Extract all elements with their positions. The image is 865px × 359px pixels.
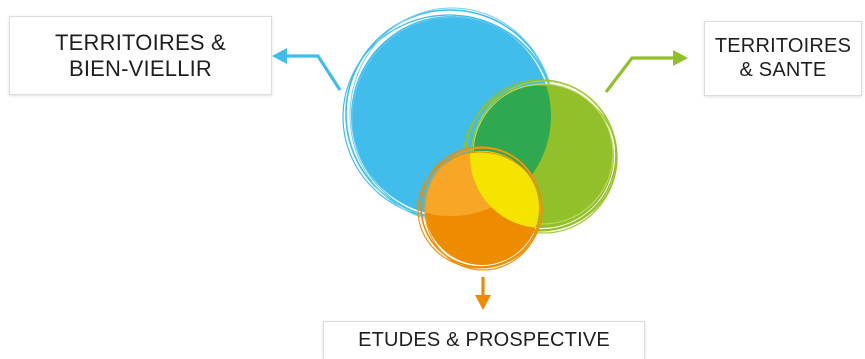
label-right-line1: TERRITOIRES [714,34,852,57]
label-territoires-bien-viellir: TERRITOIRES & BIEN-VIELLIR [9,16,272,95]
label-left-line1: TERRITOIRES & [55,29,226,55]
label-territoires-sante: TERRITOIRES & SANTE [704,21,862,96]
arrow-down-icon [475,277,491,310]
label-right-line2: & SANTE [739,58,827,81]
label-etudes-prospective: ETUDES & PROSPECTIVE [323,321,645,359]
arrow-right-icon [604,50,688,93]
label-bottom-line1: ETUDES & PROSPECTIVE [358,328,610,351]
orange-circle [417,146,543,271]
label-left-line2: BIEN-VIELLIR [68,55,212,81]
arrow-left-icon [272,48,342,91]
